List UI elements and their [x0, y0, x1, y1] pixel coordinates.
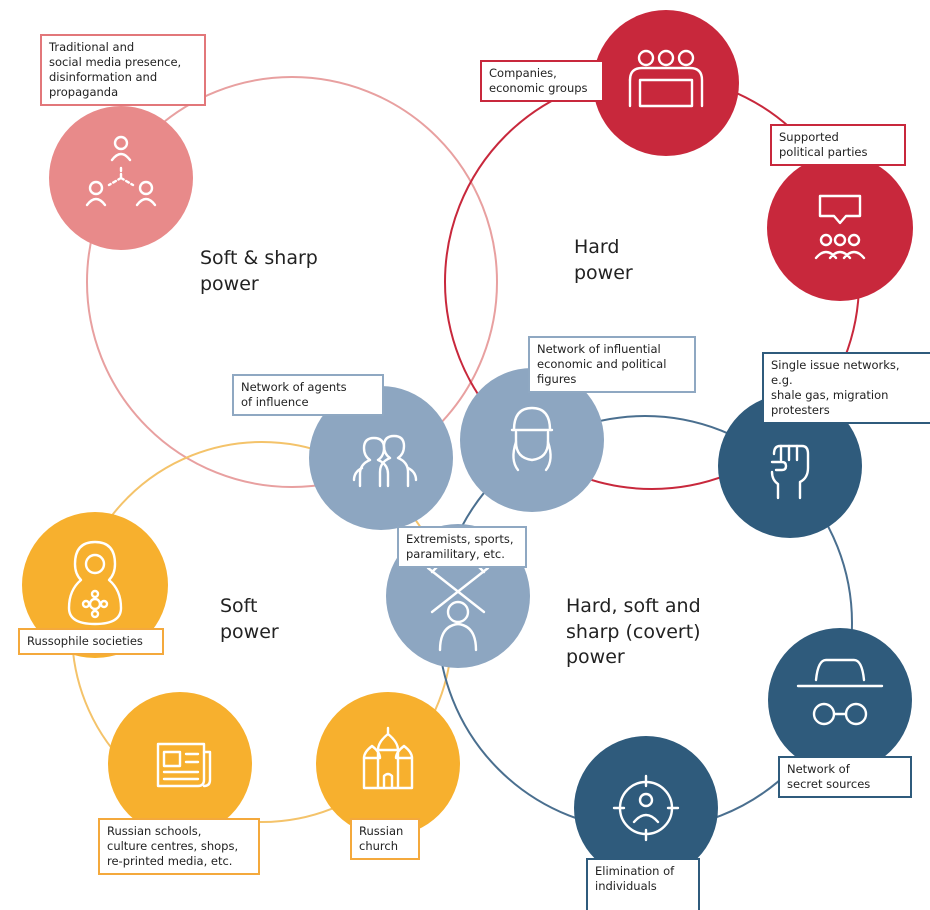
ushanka-figure-icon: [510, 406, 554, 472]
label-influential: Network of influential economic and poli…: [528, 336, 696, 393]
spy-hat-icon: [796, 658, 884, 726]
label-church: Russian church: [350, 818, 420, 860]
node-circle-russophile[interactable]: [22, 512, 168, 658]
node-circle-secret[interactable]: [768, 628, 912, 772]
label-secret: Network of secret sources: [778, 756, 912, 798]
label-single-issue: Single issue networks, e.g. shale gas, m…: [762, 352, 930, 424]
node-circle-church[interactable]: [316, 692, 460, 836]
label-parties: Supported political parties: [770, 124, 906, 166]
region-title-hard: Hard power: [574, 236, 633, 284]
node-circle-influential[interactable]: [460, 368, 604, 512]
onion-dome-church-icon: [362, 726, 414, 790]
speech-group-icon: [814, 194, 866, 260]
node-circle-elimination[interactable]: [574, 736, 718, 880]
newspaper-icon: [156, 742, 212, 788]
boardroom-icon: [628, 49, 704, 108]
label-companies: Companies, economic groups: [480, 60, 604, 102]
crosshair-person-icon: [612, 774, 680, 842]
node-circle-parties[interactable]: [767, 155, 913, 301]
raised-fist-icon: [770, 444, 810, 500]
soft-sharp-power-ring: [86, 76, 498, 488]
node-circle-single-issue[interactable]: [718, 394, 862, 538]
label-elimination: Elimination of individuals: [586, 858, 700, 910]
matryoshka-icon: [67, 540, 123, 626]
crossed-rifles-icon: [426, 564, 490, 652]
crowd-icon: [352, 434, 418, 488]
label-extremists: Extremists, sports, paramilitary, etc.: [397, 526, 527, 568]
network-people-icon: [85, 135, 157, 207]
label-media: Traditional and social media presence, d…: [40, 34, 206, 106]
region-title-soft: Soft power: [220, 595, 279, 643]
label-schools: Russian schools, culture centres, shops,…: [98, 818, 260, 875]
region-title-soft-sharp: Soft & sharp power: [200, 247, 318, 295]
label-russophile: Russophile societies: [18, 628, 164, 655]
node-circle-companies[interactable]: [593, 10, 739, 156]
region-title-covert: Hard, soft and sharp (covert) power: [566, 595, 701, 669]
label-agents: Network of agents of influence: [232, 374, 384, 416]
